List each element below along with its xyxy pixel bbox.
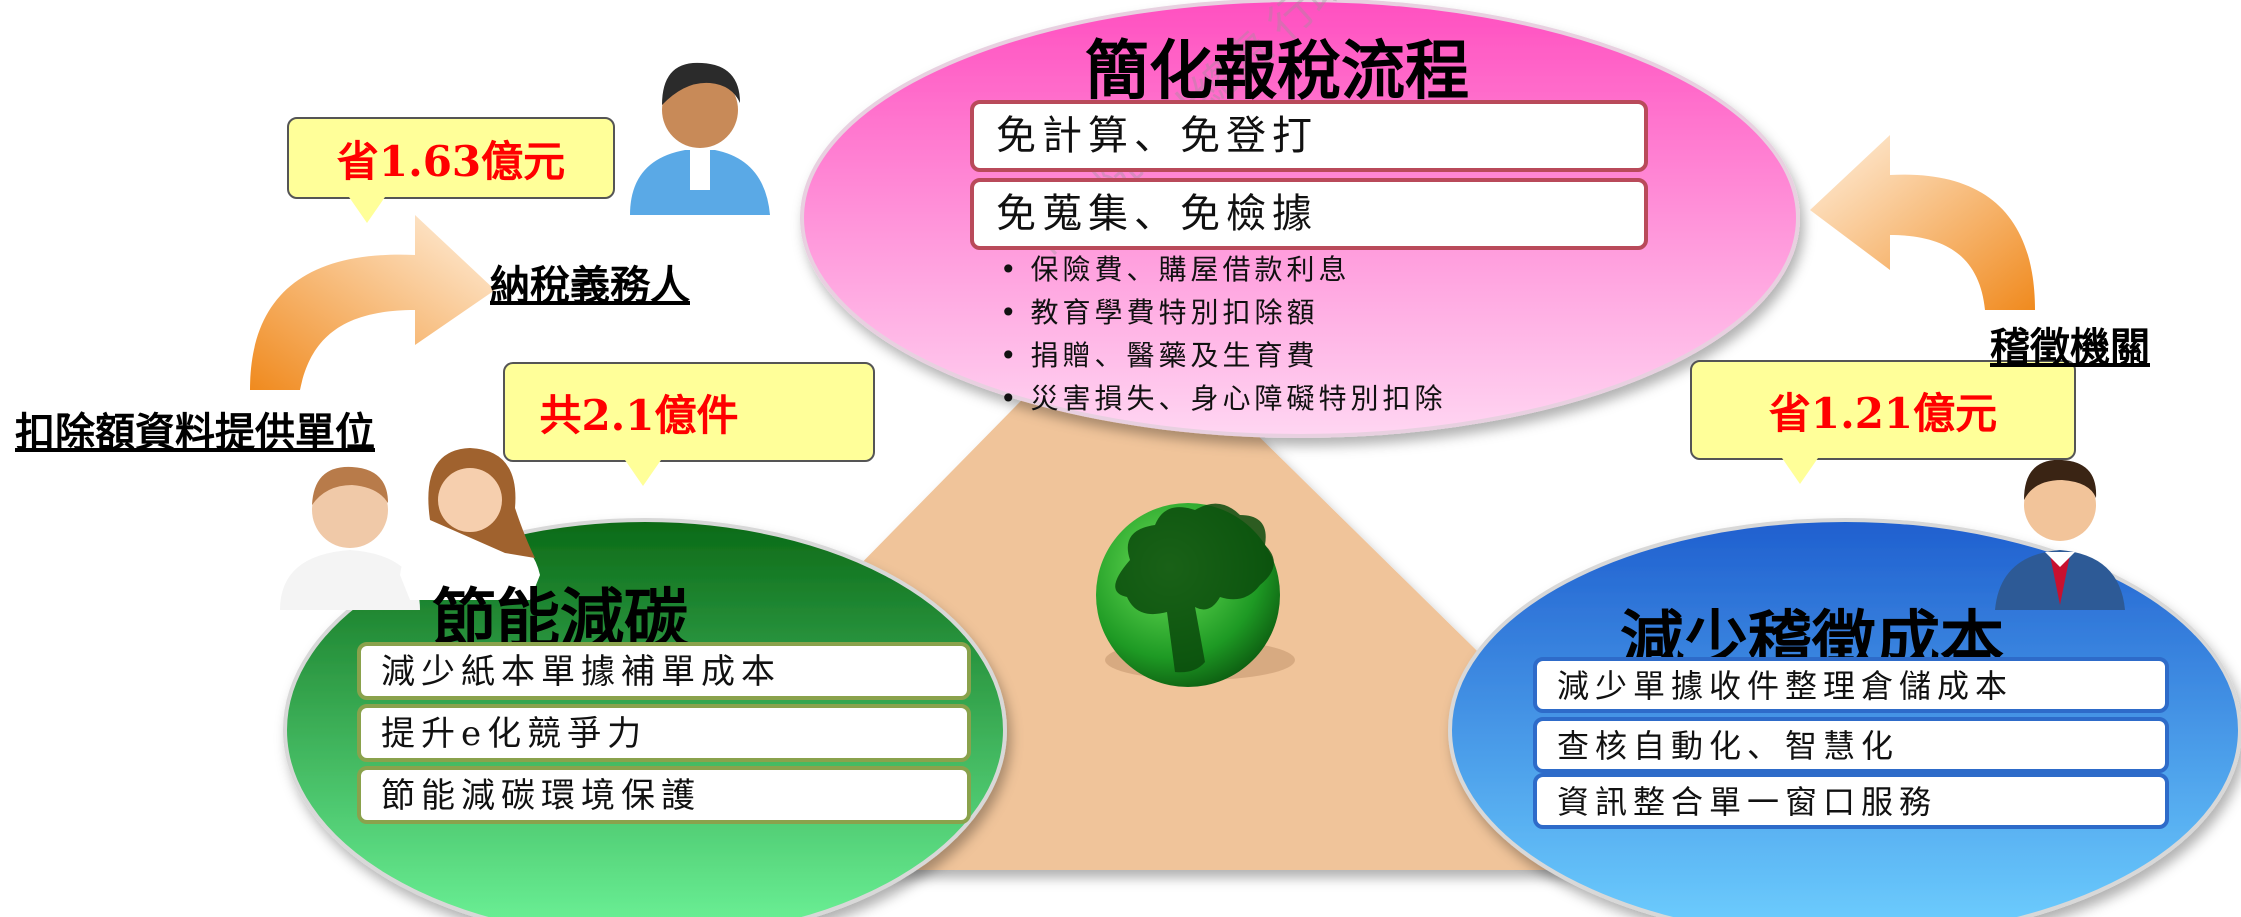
couple-icon: [280, 448, 540, 610]
top-title: 簡化報稅流程: [1085, 34, 1469, 109]
label-provider: 扣除額資料提供單位: [15, 409, 375, 456]
callout-text: 共2.1億件: [539, 390, 739, 440]
label-agency: 稽徵機關: [1990, 324, 2150, 371]
top-box-1: 免計算、免登打: [970, 100, 1648, 172]
left-box-3: 節能減碳環境保護: [357, 766, 971, 824]
callout-text: 省1.21億元: [1768, 388, 1998, 438]
callout-agency-savings: 省1.21億元: [1690, 360, 2076, 484]
right-box-2: 查核自動化、智慧化: [1533, 717, 2169, 773]
callout-taxpayer-savings: 省1.63億元: [287, 117, 615, 223]
left-box-1: 減少紙本單據補單成本: [357, 642, 971, 700]
top-bullet-list: 保險費、購屋借款利息 教育學費特別扣除額 捐贈、醫藥及生育費 災害損失、身心障礙…: [1000, 248, 1447, 420]
businessman-icon: [1995, 459, 2125, 610]
right-box-3: 資訊整合單一窗口服務: [1533, 773, 2169, 829]
list-item: 捐贈、醫藥及生育費: [1000, 334, 1447, 377]
list-item: 保險費、購屋借款利息: [1000, 248, 1447, 291]
callout-items-total: 共2.1億件: [503, 362, 875, 486]
label-taxpayer: 納稅義務人: [490, 262, 690, 309]
callout-text: 省1.63億元: [336, 136, 566, 186]
list-item: 災害損失、身心障礙特別扣除: [1000, 377, 1447, 420]
curved-arrow-icon: [250, 215, 495, 390]
curved-arrow-icon: [1810, 135, 2035, 310]
left-box-2: 提升e化競爭力: [357, 704, 971, 762]
list-item: 教育學費特別扣除額: [1000, 291, 1447, 334]
tree-globe-icon: [1096, 503, 1295, 687]
right-box-1: 減少單據收件整理倉儲成本: [1533, 657, 2169, 713]
person-icon: [630, 62, 770, 215]
top-box-2: 免蒐集、免檢據: [970, 178, 1648, 250]
